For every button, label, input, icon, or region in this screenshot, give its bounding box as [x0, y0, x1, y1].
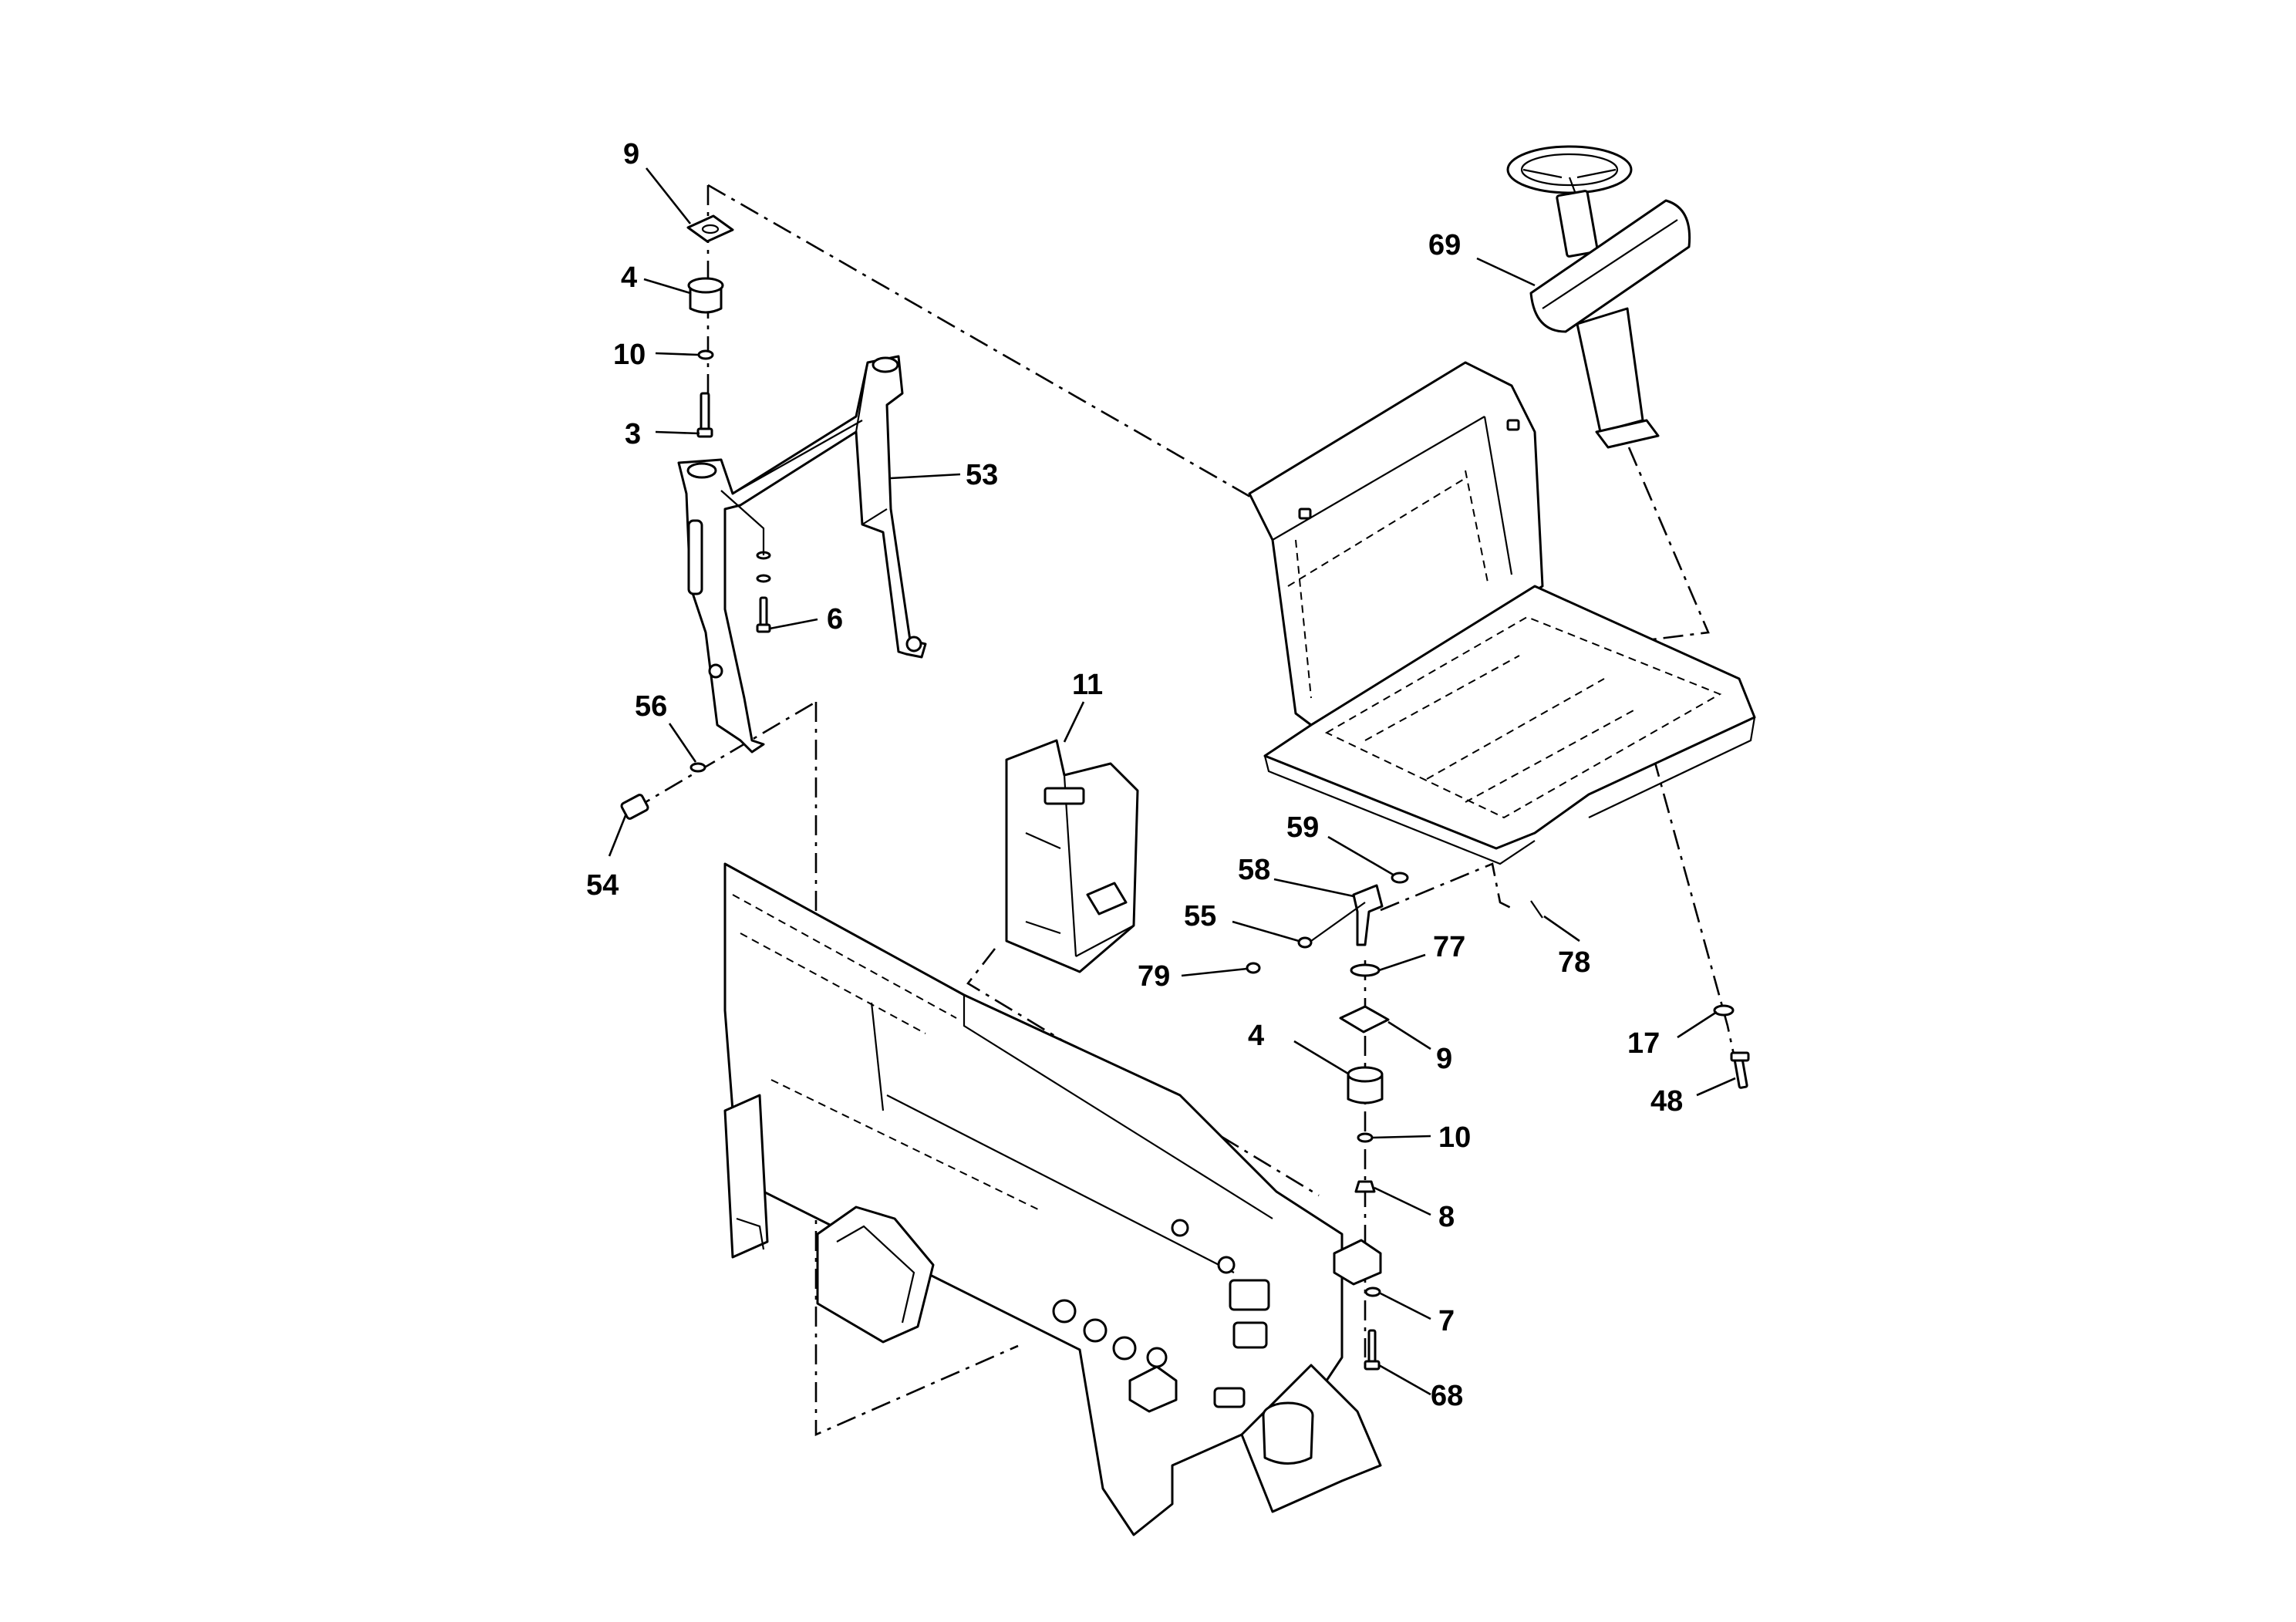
joint-58: [1352, 884, 1384, 946]
frame-gusset: [687, 519, 703, 595]
washer-7: [1364, 1286, 1381, 1297]
nut-8: [1354, 1180, 1376, 1193]
platform-stud-78: [1530, 900, 1543, 919]
callout-3: 3: [625, 418, 641, 450]
chassis-clamp-front: [1128, 1365, 1178, 1413]
callout-4-lower: 4: [1248, 1020, 1264, 1052]
column-upper: [1556, 190, 1599, 258]
frame-top-pad-right: [872, 356, 899, 373]
assembly-line-stud: [1380, 862, 1516, 912]
callout-11: 11: [1072, 669, 1103, 701]
callout-6: 6: [827, 603, 843, 636]
pin-assembly: [620, 762, 706, 820]
callout-9-lower: 9: [1436, 1043, 1452, 1075]
callout-10-lower: 10: [1438, 1121, 1471, 1154]
washer-55: [1297, 936, 1313, 949]
chassis-clamp-rear: [1333, 1239, 1382, 1286]
main-chassis: [723, 862, 1382, 1536]
column-lower: [1576, 307, 1644, 433]
callout-48: 48: [1650, 1085, 1683, 1118]
bracket-body: [1005, 739, 1139, 973]
callout-10-upper: 10: [613, 339, 646, 371]
bracket-box-11: [1005, 739, 1139, 973]
chassis-cross-member: [816, 1206, 935, 1344]
callout-17: 17: [1627, 1027, 1660, 1060]
washer-10-lower: [1357, 1132, 1374, 1143]
chassis-rear-bracket: [723, 1094, 769, 1259]
right-hardware: [1246, 872, 1750, 1371]
washer-6b: [756, 574, 771, 583]
callout-77: 77: [1433, 931, 1465, 963]
callout-58: 58: [1238, 854, 1270, 886]
callout-79: 79: [1138, 960, 1170, 993]
seat-support-frame: [677, 355, 927, 754]
callout-53: 53: [966, 459, 998, 491]
bolt-68: [1367, 1329, 1377, 1367]
callout-labels: 9 4 10 3 53 6 56 54 11 69 59 58 55 79 77…: [586, 138, 1683, 1412]
washer-17: [1713, 1004, 1735, 1017]
bushing-59: [1391, 872, 1409, 884]
bolt-3: [700, 392, 710, 433]
column-foot: [1595, 419, 1660, 449]
plate-9-upper: [686, 214, 734, 243]
plate-9-lower: [1339, 1005, 1390, 1034]
platform-back-panel: [1248, 361, 1544, 727]
callout-9-upper: 9: [623, 138, 639, 170]
bracket-slot: [1043, 787, 1085, 805]
callout-55: 55: [1184, 900, 1216, 932]
frame-53: [677, 355, 927, 754]
callout-56: 56: [635, 690, 667, 723]
callout-68: 68: [1431, 1380, 1463, 1412]
callout-4-upper: 4: [621, 261, 637, 294]
column-shroud: [1529, 199, 1691, 333]
frame-pivot: [905, 636, 922, 653]
bushing-4-lower: [1347, 1074, 1384, 1104]
callout-54: 54: [586, 869, 619, 902]
frame-bolt-hole: [708, 663, 723, 679]
washer-56: [689, 762, 706, 773]
callout-69: 69: [1428, 229, 1461, 261]
upper-left-hardware: [686, 214, 771, 633]
pin-54: [620, 794, 649, 820]
bracket-opening: [1086, 882, 1128, 916]
platform-floor: [1263, 585, 1756, 850]
steering-column-69: [1506, 145, 1691, 449]
callout-59: 59: [1286, 811, 1319, 844]
callout-78: 78: [1558, 946, 1590, 979]
callout-7: 7: [1438, 1305, 1455, 1337]
callout-8: 8: [1438, 1201, 1455, 1233]
seat-platform: [1248, 361, 1756, 919]
leader-lines: [608, 167, 1736, 1396]
bushing-4-upper: [689, 285, 723, 314]
washer-77: [1350, 963, 1381, 977]
washer-10-upper: [697, 349, 714, 360]
nut-79: [1246, 962, 1261, 974]
frame-top-pad-left: [686, 462, 717, 479]
